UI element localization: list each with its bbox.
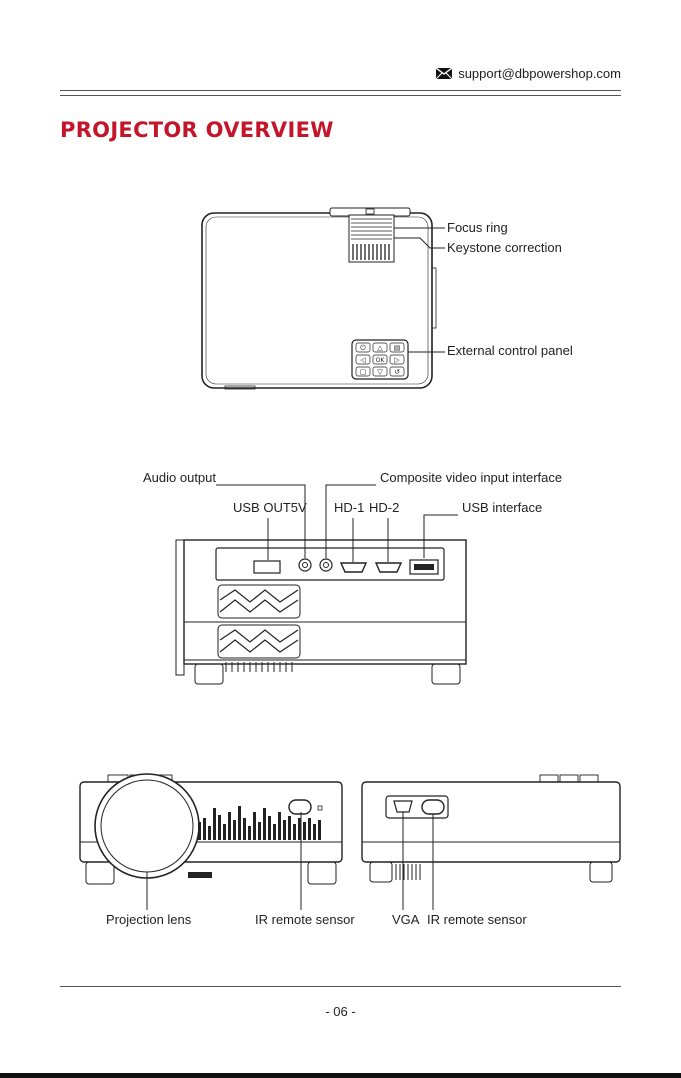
- label-keystone-correction: Keystone correction: [447, 240, 562, 255]
- top-view-illustration: [202, 208, 436, 389]
- key-down-icon: ▽: [377, 368, 383, 376]
- label-usb-interface: USB interface: [462, 500, 542, 515]
- front-view-illustration: [80, 774, 342, 884]
- key-right-icon: ▷: [394, 356, 400, 364]
- key-left-icon: ◁: [360, 356, 366, 364]
- label-hd2: HD-2: [369, 500, 399, 515]
- label-audio-output: Audio output: [143, 470, 216, 485]
- label-usb-out5v: USB OUT5V: [233, 500, 307, 515]
- page-number: - 06 -: [0, 1004, 681, 1019]
- key-ok: OK: [376, 357, 386, 364]
- label-external-control-panel: External control panel: [447, 343, 573, 358]
- control-panel-keys: ⏻ △ ▤ ◁ OK ▷ ▢ ▽ ↺: [356, 343, 404, 376]
- label-composite-video: Composite video input interface: [380, 470, 562, 485]
- label-ir-remote-sensor-front: IR remote sensor: [255, 912, 355, 927]
- label-vga: VGA: [392, 912, 419, 927]
- key-up-icon: △: [377, 344, 383, 352]
- label-focus-ring: Focus ring: [447, 220, 508, 235]
- footer-rule: [60, 986, 621, 987]
- label-hd1: HD-1: [334, 500, 364, 515]
- label-projection-lens: Projection lens: [106, 912, 191, 927]
- label-ir-remote-sensor-back: IR remote sensor: [427, 912, 527, 927]
- key-back-icon: ↺: [394, 368, 400, 376]
- key-source-icon: ▢: [360, 368, 367, 376]
- key-menu-icon: ▤: [394, 344, 401, 352]
- key-power-icon: ⏻: [360, 344, 366, 352]
- rear-view-illustration: [176, 540, 466, 684]
- back-view-illustration: [362, 775, 620, 882]
- page-edge: [0, 1073, 681, 1078]
